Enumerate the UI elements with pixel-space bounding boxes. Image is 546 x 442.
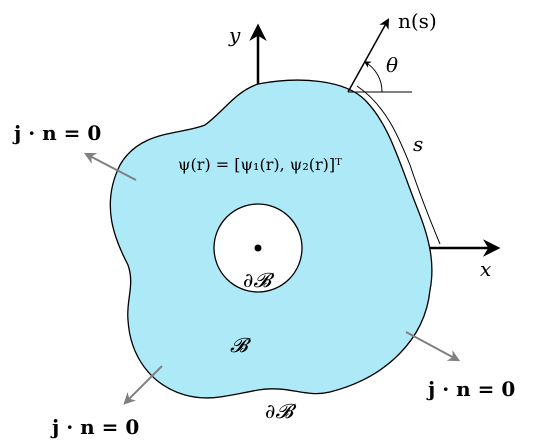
origin-dot	[254, 244, 262, 252]
x-axis-label: x	[480, 257, 491, 281]
bc-arrow-top-left	[83, 152, 137, 181]
arc-length-curve	[356, 85, 441, 245]
bc-label-top-left: j · n = 0	[12, 121, 101, 145]
angle-arc	[363, 61, 383, 93]
inner-boundary-label: ∂𝓑	[243, 268, 275, 292]
bc-label-bottom-left: j · n = 0	[50, 415, 139, 439]
y-axis-label: y	[228, 23, 241, 47]
normal-vector-label: n(s)	[398, 9, 437, 33]
outer-boundary-label: ∂𝓑	[265, 399, 297, 423]
bc-arrow-bottom-right	[405, 331, 461, 362]
bc-arrow-bottom-left	[123, 365, 163, 405]
arc-length-label: s	[413, 132, 423, 156]
angle-label: θ	[386, 53, 398, 77]
bc-label-bottom-right: j · n = 0	[426, 377, 515, 401]
domain-label: 𝓑	[230, 333, 252, 357]
normal-vector-arrow	[347, 18, 390, 93]
wavefunction-label: ψ(r) = [ψ₁(r), ψ₂(r)]ᵀ	[178, 155, 342, 174]
